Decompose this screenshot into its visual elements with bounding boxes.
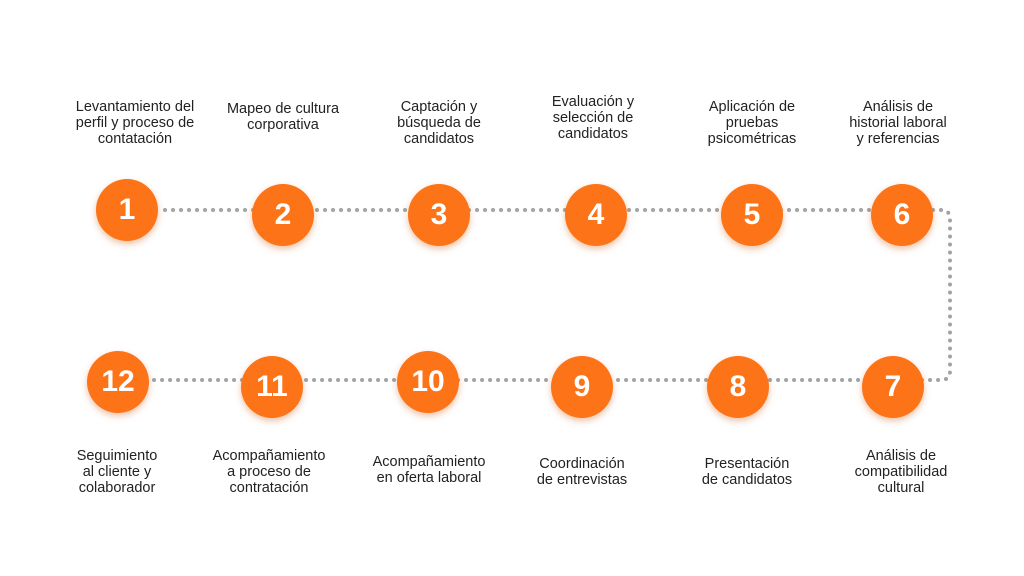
step-7-circle: 7 <box>862 356 924 418</box>
step-8-circle: 8 <box>707 356 769 418</box>
step-7-label: Análisis de compatibilidad cultural <box>854 448 948 496</box>
dotted-path <box>148 208 952 382</box>
step-11-label: Acompañamiento a proceso de contratación <box>212 448 326 496</box>
step-4-circle: 4 <box>565 184 627 246</box>
step-9-label: Coordinación de entrevistas <box>536 456 628 488</box>
step-3-label: Captación y búsqueda de candidatos <box>397 99 481 147</box>
step-12-label: Seguimiento al cliente y colaborador <box>76 448 158 496</box>
step-2-label: Mapeo de cultura corporativa <box>226 101 340 133</box>
step-6-circle: 6 <box>871 184 933 246</box>
step-4-label: Evaluación y selección de candidatos <box>551 94 635 142</box>
step-3-circle: 3 <box>408 184 470 246</box>
step-2-circle: 2 <box>252 184 314 246</box>
step-12-circle: 12 <box>87 351 149 413</box>
step-6-label: Análisis de historial laboral y referenc… <box>849 99 947 147</box>
step-5-circle: 5 <box>721 184 783 246</box>
step-10-label: Acompañamiento en oferta laboral <box>372 454 486 486</box>
step-1-label: Levantamiento del perfil y proceso de co… <box>75 99 195 147</box>
step-9-circle: 9 <box>551 356 613 418</box>
step-5-label: Aplicación de pruebas psicométricas <box>707 99 797 147</box>
step-11-circle: 11 <box>241 356 303 418</box>
step-8-label: Presentación de candidatos <box>701 456 793 488</box>
step-10-circle: 10 <box>397 351 459 413</box>
step-1-circle: 1 <box>96 179 158 241</box>
